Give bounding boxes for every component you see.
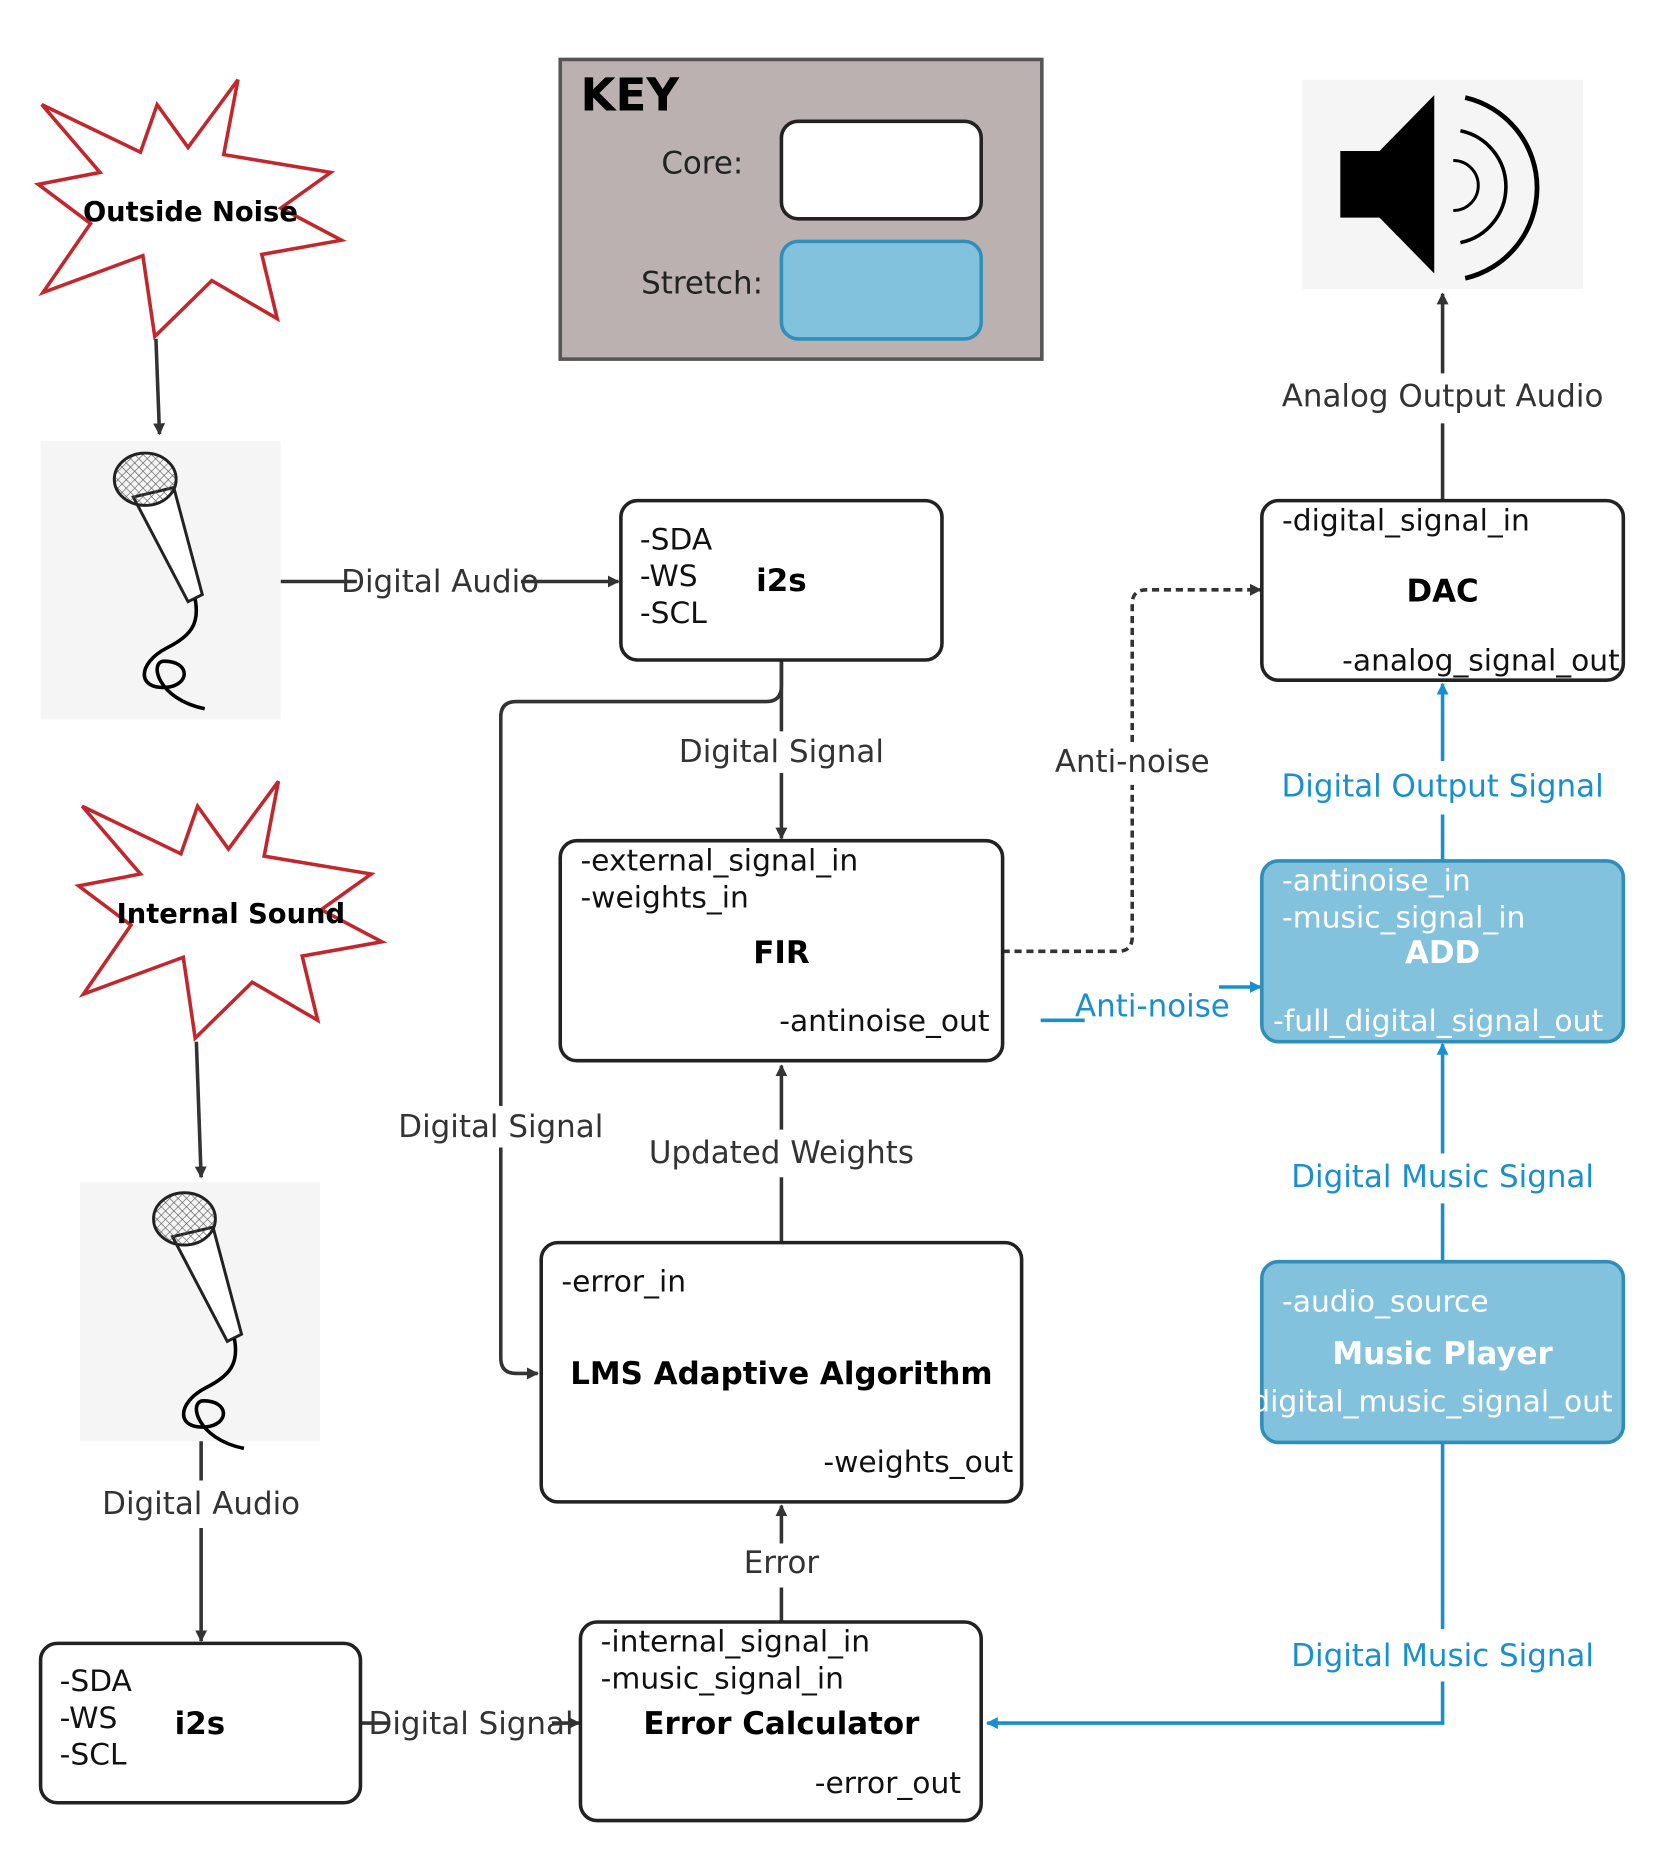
- block-music-player: -audio_source Music Player -digital_musi…: [1241, 1259, 1626, 1445]
- internal-sound-label: Internal Sound: [117, 899, 346, 930]
- block-title: i2s: [175, 1706, 226, 1742]
- edge-label-updated-weights: Updated Weights: [649, 1135, 914, 1171]
- port-digital-music-signal-out: -digital_music_signal_out: [1241, 1385, 1613, 1420]
- port-full-digital-signal-out: -full_digital_signal_out: [1273, 1004, 1603, 1039]
- edge-label-analog-output: Analog Output Audio: [1282, 379, 1604, 415]
- port-antinoise-in: -antinoise_in: [1282, 864, 1471, 899]
- internal-sound-burst: Internal Sound: [74, 780, 388, 1042]
- microphone-icon: [152, 1191, 245, 1451]
- edge-label-digital-signal-bottom: Digital Signal: [369, 1706, 574, 1742]
- outside-noise-label: Outside Noise: [83, 197, 298, 228]
- edge-label-digital-output-signal: Digital Output Signal: [1281, 769, 1603, 805]
- block-title: FIR: [753, 935, 810, 971]
- edge-noise-to-mic-top: [153, 338, 166, 436]
- port-music-signal-in: -music_signal_in: [1282, 901, 1525, 936]
- block-title: ADD: [1405, 935, 1480, 971]
- edge-sound-to-mic-bottom: [194, 1041, 207, 1179]
- block-lms: -error_in LMS Adaptive Algorithm -weight…: [539, 1240, 1024, 1504]
- edge-label-digital-signal-fir: Digital Signal: [679, 734, 884, 770]
- key-legend: KEY Core: Stretch:: [558, 57, 1044, 361]
- edge-label-digital-audio-top: Digital Audio: [341, 564, 539, 600]
- block-error-calculator: -internal_signal_in -music_signal_in Err…: [578, 1620, 983, 1823]
- block-dac: -digital_signal_in DAC -analog_signal_ou…: [1260, 498, 1626, 682]
- block-i2s-top: -SDA -WS -SCL i2s: [619, 498, 944, 662]
- microphone-icon: [112, 451, 206, 711]
- edge-i2s-to-lms: [499, 661, 784, 1373]
- port-analog-signal-out: -analog_signal_out: [1342, 644, 1620, 679]
- port-sda: -SDA: [60, 1664, 133, 1699]
- connectors-core: [153, 294, 1443, 1723]
- edge-music-to-error: [987, 1442, 1445, 1723]
- port-ws: -WS: [60, 1701, 118, 1736]
- port-music-signal-in: -music_signal_in: [601, 1662, 844, 1697]
- port-external-signal-in: -external_signal_in: [580, 843, 858, 878]
- key-core-label: Core:: [661, 146, 743, 182]
- key-title: KEY: [580, 69, 680, 122]
- port-ws: -WS: [640, 559, 698, 594]
- block-i2s-bottom: -SDA -WS -SCL i2s: [38, 1641, 363, 1805]
- block-title: DAC: [1406, 574, 1478, 610]
- edge-label-digital-signal-lms: Digital Signal: [398, 1109, 603, 1145]
- port-weights-in: -weights_in: [580, 880, 748, 915]
- key-stretch-label: Stretch:: [641, 266, 763, 302]
- microphone-icon-top: [40, 441, 281, 720]
- edge-fir-to-dac: [1002, 590, 1261, 954]
- block-add: -antinoise_in -music_signal_in ADD -full…: [1260, 859, 1626, 1044]
- edge-fir-to-add: [1040, 987, 1261, 1023]
- port-error-out: -error_out: [815, 1766, 961, 1801]
- edge-label-anti-noise-dac: Anti-noise: [1055, 744, 1210, 780]
- edge-label-error: Error: [744, 1545, 820, 1581]
- port-weights-out: -weights_out: [823, 1445, 1013, 1480]
- port-scl: -SCL: [640, 596, 707, 631]
- port-internal-signal-in: -internal_signal_in: [601, 1625, 870, 1660]
- port-digital-signal-in: -digital_signal_in: [1282, 503, 1530, 538]
- port-antinoise-out: -antinoise_out: [779, 1004, 989, 1039]
- port-audio-source: -audio_source: [1282, 1285, 1489, 1320]
- port-scl: -SCL: [60, 1738, 127, 1773]
- edge-label-digital-audio-bottom: Digital Audio: [102, 1486, 300, 1522]
- block-title: Error Calculator: [643, 1706, 920, 1742]
- outside-noise-burst: Outside Noise: [33, 78, 347, 341]
- edge-label-digital-music-add: Digital Music Signal: [1291, 1159, 1594, 1195]
- block-fir: -external_signal_in -weights_in FIR -ant…: [558, 838, 1005, 1063]
- port-sda: -SDA: [640, 522, 713, 557]
- connectors-stretch: [987, 684, 1442, 1723]
- speaker-icon: [1340, 95, 1540, 281]
- edge-label-anti-noise-add: Anti-noise: [1075, 989, 1230, 1025]
- port-error-in: -error_in: [561, 1264, 686, 1299]
- key-core-swatch: [779, 119, 983, 221]
- block-title: Music Player: [1332, 1336, 1553, 1372]
- block-title: LMS Adaptive Algorithm: [570, 1356, 992, 1392]
- edge-label-digital-music-error: Digital Music Signal: [1291, 1638, 1594, 1674]
- key-stretch-swatch: [779, 239, 983, 341]
- microphone-icon-bottom: [79, 1182, 321, 1451]
- speaker-box: [1302, 79, 1583, 289]
- block-title: i2s: [756, 563, 807, 599]
